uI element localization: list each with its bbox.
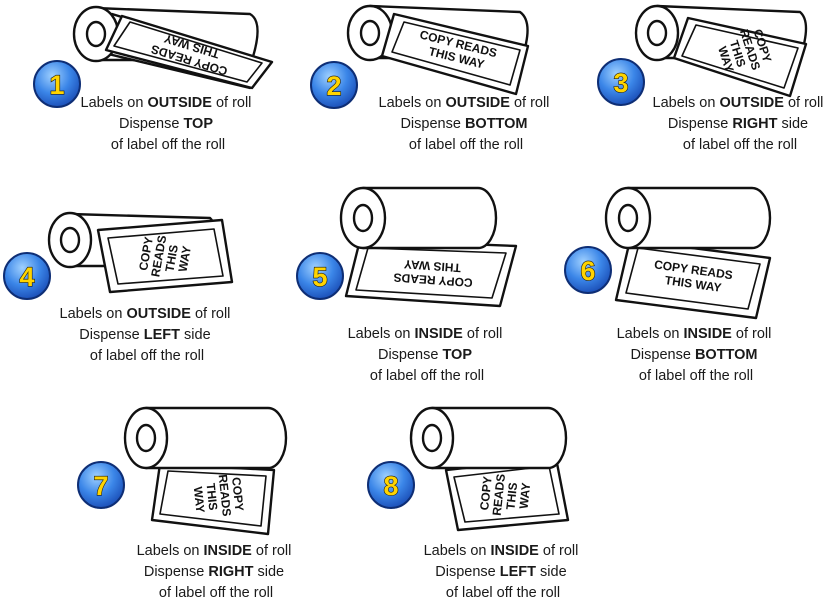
- number-badge: 5: [296, 252, 344, 300]
- label-roll-outside: [47, 211, 234, 294]
- label-roll-inside: [409, 406, 570, 532]
- number-badge: 1: [33, 60, 81, 108]
- badge-number: 4: [19, 262, 34, 292]
- number-badge: 2: [310, 61, 358, 109]
- panel-6: COPY READS THIS WAY 6 Labels on INSIDE o…: [564, 186, 776, 384]
- panel-2: COPY READS THIS WAY 2 Labels on OUTSIDE …: [310, 4, 554, 153]
- panel-8: COPY READS THIS WAY 8 Labels on INSIDE o…: [367, 406, 583, 597]
- number-badge: 4: [3, 252, 51, 300]
- panel-caption: Labels on OUTSIDE of roll Dispense BOTTO…: [379, 95, 554, 153]
- panel-caption: Labels on INSIDE of roll Dispense LEFT s…: [424, 543, 583, 597]
- panel-1: COPY READS THIS WAY 1 Labels on OUTSIDE …: [33, 5, 274, 153]
- badge-number: 7: [93, 471, 108, 501]
- panel-caption: Labels on INSIDE of roll Dispense BOTTOM…: [617, 326, 776, 384]
- badge-number: 1: [49, 70, 64, 100]
- badge-number: 8: [383, 471, 398, 501]
- badge-number: 6: [580, 256, 595, 286]
- label-roll-inside: [123, 406, 288, 536]
- panel-caption: Labels on INSIDE of roll Dispense TOP of…: [348, 326, 507, 384]
- panel-caption: Labels on INSIDE of roll Dispense RIGHT …: [137, 543, 296, 597]
- panel-caption: Labels on OUTSIDE of roll Dispense TOP o…: [81, 95, 256, 153]
- label-roll-inside: [339, 186, 518, 308]
- badge-number: 2: [326, 71, 341, 101]
- label-roll-inside: [604, 186, 772, 320]
- panel-4: COPY READS THIS WAY 4 Labels on OUTSIDE …: [3, 211, 235, 364]
- number-badge: 3: [597, 58, 645, 106]
- copy-reads-text: COPY READS THIS WAY: [477, 468, 534, 519]
- copy-reads-text: COPY READS THIS WAY: [390, 256, 474, 290]
- panel-caption: Labels on OUTSIDE of roll Dispense LEFT …: [60, 306, 235, 364]
- label-roll-outside: [634, 4, 808, 98]
- number-badge: 6: [564, 246, 612, 294]
- number-badge: 7: [77, 461, 125, 509]
- copy-reads-text: COPY READS THIS WAY: [136, 229, 196, 283]
- label-roll-outside: [346, 4, 530, 96]
- panel-5: COPY READS THIS WAY 5 Labels on INSIDE o…: [296, 186, 518, 384]
- badge-number: 3: [613, 68, 628, 98]
- badge-number: 5: [312, 262, 327, 292]
- panel-caption: Labels on OUTSIDE of roll Dispense RIGHT…: [653, 95, 828, 153]
- copy-reads-text: COPY READS THIS WAY: [190, 472, 247, 523]
- panel-3: COPY READS THIS WAY 3 Labels on OUTSIDE …: [597, 4, 828, 153]
- number-badge: 8: [367, 461, 415, 509]
- label-roll-outside: [72, 5, 274, 90]
- panel-7: COPY READS THIS WAY 7 Labels on INSIDE o…: [77, 406, 296, 597]
